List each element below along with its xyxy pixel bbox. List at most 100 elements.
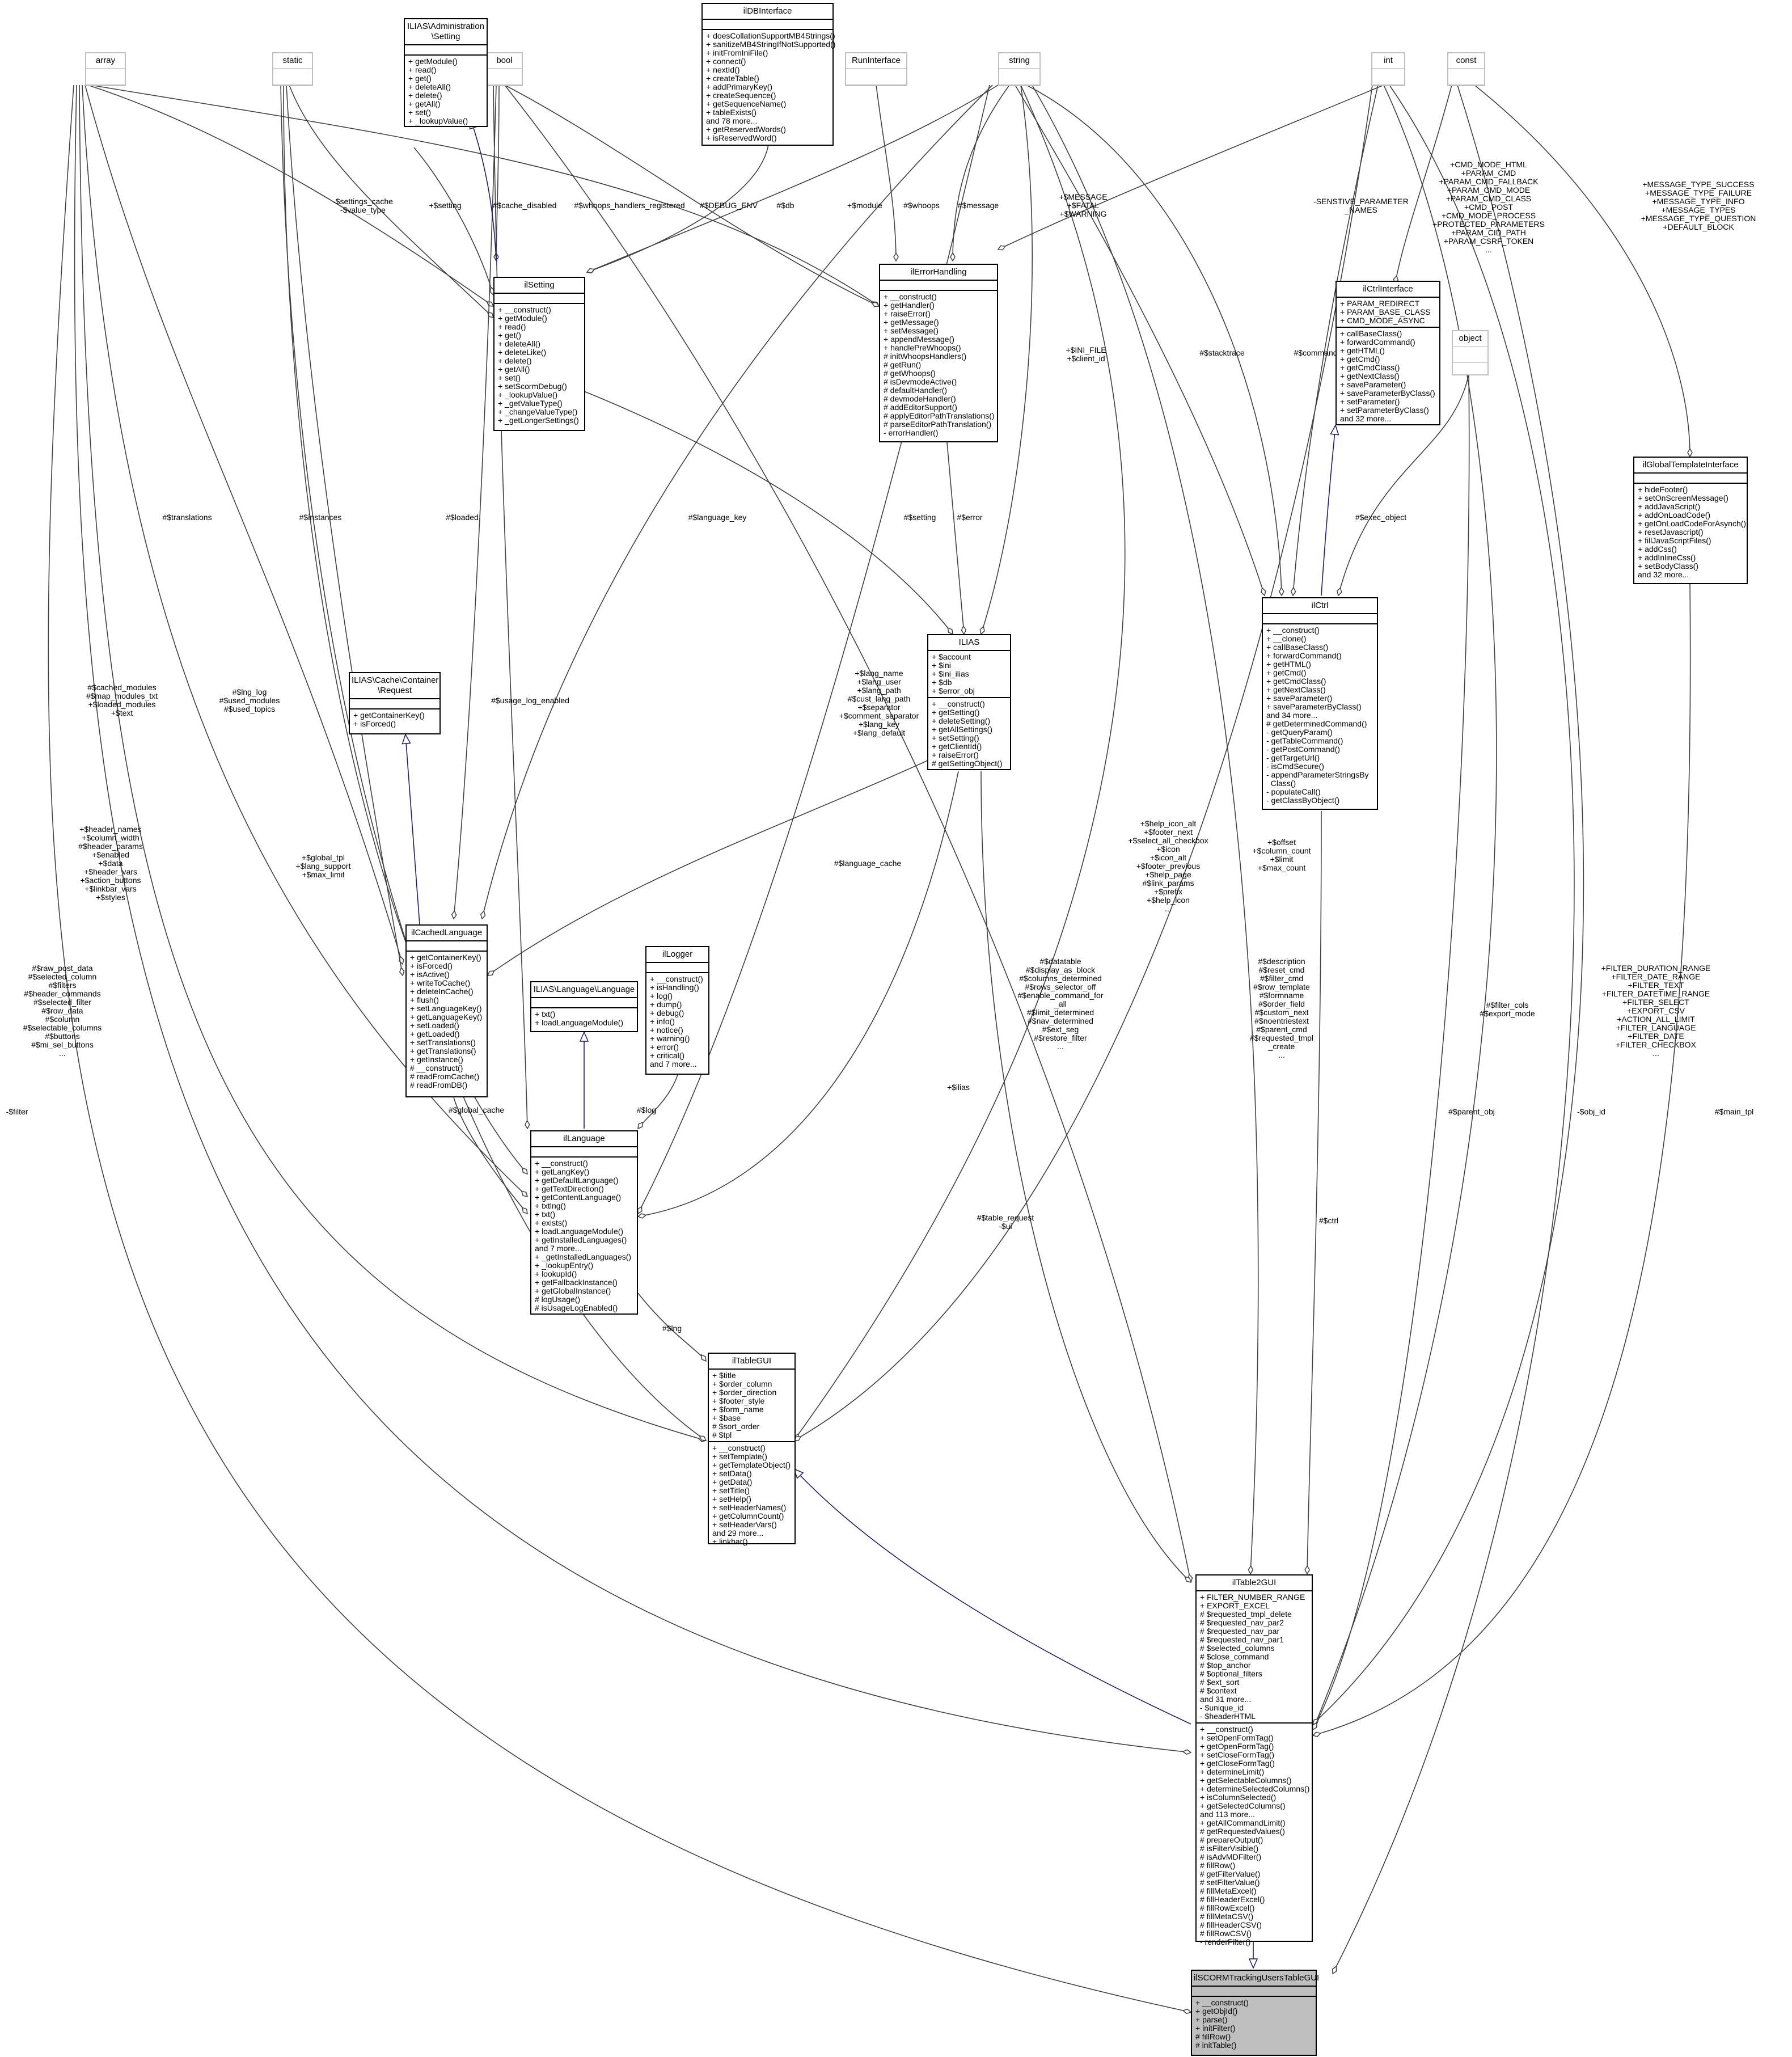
edge-label: +$ilias xyxy=(946,1083,970,1092)
edge-raw-post xyxy=(74,85,1191,1752)
class-runinterface[interactable]: RunInterface xyxy=(845,52,907,86)
class-method: # applyEditorPathTranslations() xyxy=(884,411,995,420)
class-ildbinterface[interactable]: ilDBInterface + doesCollationSupportMB4S… xyxy=(701,3,835,146)
class-title: ilDBInterface xyxy=(703,4,832,20)
inherit-table2 xyxy=(794,1469,1191,1725)
class-method: + setScormDebug() xyxy=(498,382,567,391)
edge-label: #$whoops xyxy=(903,201,940,210)
class-method: + determineSelectedColumns() xyxy=(1200,1784,1310,1793)
class-ilias-language[interactable]: ILIAS\Language\Language + txt()+ loadLan… xyxy=(530,981,638,1032)
edge-label: #$datatable #$display_as_block #$columns… xyxy=(1017,957,1104,1051)
attributes-section: + $account+ $ini+ $ini_ilias+ $db+ $erro… xyxy=(928,651,1010,698)
class-method: + setParameter() xyxy=(1340,397,1400,406)
class-method: + deleteAll() xyxy=(498,339,541,348)
class-method: + setParameterByClass() xyxy=(1340,406,1429,415)
edge-label: #$parent_obj xyxy=(1448,1107,1495,1116)
class-attribute: + $order_column xyxy=(712,1379,772,1388)
class-method: # getDeterminedCommand() xyxy=(1266,719,1367,728)
inherit-ctrl xyxy=(1321,425,1335,596)
class-bool[interactable]: bool xyxy=(486,52,523,86)
attributes-section xyxy=(407,941,487,952)
class-attribute: + $ini xyxy=(932,661,951,670)
edge-label: +FILTER_DURATION_RANGE +FILTER_DATE_RANG… xyxy=(1601,964,1711,1058)
class-attribute: + PARAM_REDIRECT xyxy=(1340,299,1420,308)
class-method: + getLoaded() xyxy=(410,1029,460,1038)
class-method: + deleteSetting() xyxy=(932,716,991,725)
class-method: + getContainerKey() xyxy=(353,711,425,720)
class-title: bool xyxy=(487,53,522,69)
class-attribute: # $requested_nav_par1 xyxy=(1200,1635,1284,1644)
class-method: and 78 more... xyxy=(706,116,758,125)
class-method: - getPostCommand() xyxy=(1266,745,1340,754)
class-method: + isActive() xyxy=(410,970,450,979)
class-string[interactable]: string xyxy=(998,52,1041,86)
class-method: + getModule() xyxy=(408,57,458,66)
class-method: + getNextClass() xyxy=(1266,685,1326,694)
class-iltablegui[interactable]: ilTableGUI + $title+ $order_column+ $ord… xyxy=(708,1353,796,1546)
class-method: # setFilterValue() xyxy=(1200,1878,1260,1887)
class-ilscormtrackinguserstablegui[interactable]: ilSCORMTrackingUsersTableGUI + __constru… xyxy=(1191,1970,1319,2056)
class-method: # defaultHandler() xyxy=(884,386,948,395)
class-title: ilCachedLanguage xyxy=(407,926,487,941)
class-array[interactable]: array xyxy=(85,52,126,86)
class-illogger[interactable]: ilLogger + __construct()+ isHandling()+ … xyxy=(645,946,709,1075)
class-ilctrlinterface[interactable]: ilCtrlInterface + PARAM_REDIRECT+ PARAM_… xyxy=(1335,281,1440,425)
class-method: + getCmd() xyxy=(1266,668,1307,677)
class-method: + __construct() xyxy=(498,305,551,314)
edge-settings-cache xyxy=(87,85,493,306)
class-method: + forwardCommand() xyxy=(1266,651,1342,660)
class-const[interactable]: const xyxy=(1447,52,1485,86)
class-ilglobaltemplateinterface[interactable]: ilGlobalTemplateInterface + hideFooter()… xyxy=(1633,457,1748,584)
attributes-section xyxy=(531,998,637,1008)
class-method: + saveParameterByClass() xyxy=(1266,702,1362,711)
class-ilctrl[interactable]: ilCtrl + __construct()+ __clone()+ callB… xyxy=(1262,597,1378,810)
edge-label: +$setting xyxy=(429,201,462,210)
class-static[interactable]: static xyxy=(272,52,313,86)
edge-label: #$cached_modules #$map_modules_txt +$loa… xyxy=(86,683,158,717)
class-method: + setOnScreenMessage() xyxy=(1638,493,1728,502)
edge-static-setting xyxy=(289,85,493,318)
class-ilsetting[interactable]: ilSetting + __construct()+ getModule()+ … xyxy=(493,277,585,431)
class-title: ILIAS xyxy=(928,635,1010,651)
class-ilias[interactable]: ILIAS + $account+ $ini+ $ini_ilias+ $db+… xyxy=(927,634,1011,770)
class-int[interactable]: int xyxy=(1371,52,1405,86)
class-ilerrorhandling[interactable]: ilErrorHandling + __construct()+ getHand… xyxy=(879,264,998,442)
class-title: object xyxy=(1453,331,1487,347)
class-method: + getHandler() xyxy=(884,301,935,310)
class-method: + nextId() xyxy=(706,65,740,74)
class-method: + getLanguageKey() xyxy=(410,1012,483,1021)
edge-label: +$offset +$column_count +$limit +$max_co… xyxy=(1252,838,1311,872)
edge-label: #$instances xyxy=(299,513,342,522)
class-ilias-administration-setting[interactable]: ILIAS\Administration \Setting + getModul… xyxy=(404,18,488,127)
class-method: + __clone() xyxy=(1266,634,1307,643)
class-method: # fillRow() xyxy=(1200,1861,1236,1870)
class-object[interactable]: object xyxy=(1452,330,1489,375)
class-method: - getQueryParam() xyxy=(1266,728,1333,737)
class-attribute: + PARAM_BASE_CLASS xyxy=(1340,307,1431,316)
class-method: + getTemplateObject() xyxy=(712,1460,791,1469)
class-method: + createTable() xyxy=(706,74,759,83)
class-method: + lookupId() xyxy=(535,1269,577,1278)
class-title: ilCtrl xyxy=(1263,598,1377,614)
edge-language-cache xyxy=(488,754,942,975)
edge-label: #$description #$reset_cmd #$filter_cmd #… xyxy=(1249,957,1314,1059)
class-title: ilSetting xyxy=(495,278,584,294)
class-illanguage[interactable]: ilLanguage + __construct()+ getLangKey()… xyxy=(530,1130,638,1315)
class-attribute: + $footer_style xyxy=(712,1396,765,1405)
class-method: # readFromCache() xyxy=(410,1072,480,1081)
class-ilias-cache-request[interactable]: ILIAS\Cache\Container \Request + getCont… xyxy=(349,672,441,734)
class-method: + getGlobalInstance() xyxy=(535,1286,611,1295)
edge-description xyxy=(1032,85,1259,1574)
class-method: + getAll() xyxy=(498,365,530,374)
class-method: + getSelectedColumns() xyxy=(1200,1801,1286,1810)
class-ilcachedlanguage[interactable]: ilCachedLanguage + getContainerKey()+ is… xyxy=(405,924,488,1097)
class-method: + saveParameterByClass() xyxy=(1340,388,1435,398)
class-method: + getColumnCount() xyxy=(712,1511,784,1520)
class-method: + __construct() xyxy=(535,1159,588,1168)
class-title: ilGlobalTemplateInterface xyxy=(1634,458,1747,474)
class-method: + setMessage() xyxy=(884,326,939,335)
methods-section: + getContainerKey()+ isForced() xyxy=(350,709,439,730)
class-method: + addPrimaryKey() xyxy=(706,82,773,91)
class-method: # addEditorSupport() xyxy=(884,403,957,412)
class-iltable2gui[interactable]: ilTable2GUI + FILTER_NUMBER_RANGE+ EXPOR… xyxy=(1195,1574,1313,1946)
